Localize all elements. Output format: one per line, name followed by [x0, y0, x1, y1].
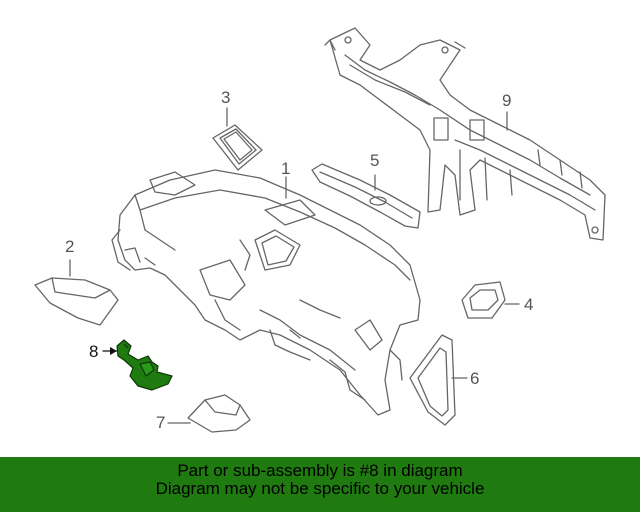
part-5-defroster-nozzle: [311, 163, 421, 229]
callout-2: 2: [65, 237, 75, 256]
banner-line-2: Diagram may not be specific to your vehi…: [155, 479, 485, 498]
part-9-crossmember: [324, 27, 606, 241]
callout-3: 3: [221, 88, 231, 107]
callout-4: 4: [524, 295, 534, 314]
callout-9: 9: [502, 91, 512, 110]
part-4-vent: [461, 281, 506, 319]
callout-8: 8: [89, 342, 99, 361]
callout-7: 7: [156, 413, 166, 432]
parts-diagram: [34, 27, 606, 433]
callout-8-arrowhead: [110, 347, 117, 355]
part-1-instrument-panel: [111, 169, 421, 416]
callout-6: 6: [470, 369, 480, 388]
banner-line-1: Part or sub-assembly is #8 in diagram: [177, 461, 463, 480]
callout-5: 5: [370, 151, 380, 170]
callout-1: 1: [281, 159, 291, 178]
part-6-side-panel: [409, 334, 456, 426]
part-3-bezel: [212, 124, 263, 171]
part-2-side-cover: [34, 277, 119, 326]
part-8-bracket-highlighted: [116, 339, 173, 391]
info-banner: Part or sub-assembly is #8 in diagram Di…: [0, 457, 640, 512]
part-7-lower-cover: [187, 394, 251, 433]
